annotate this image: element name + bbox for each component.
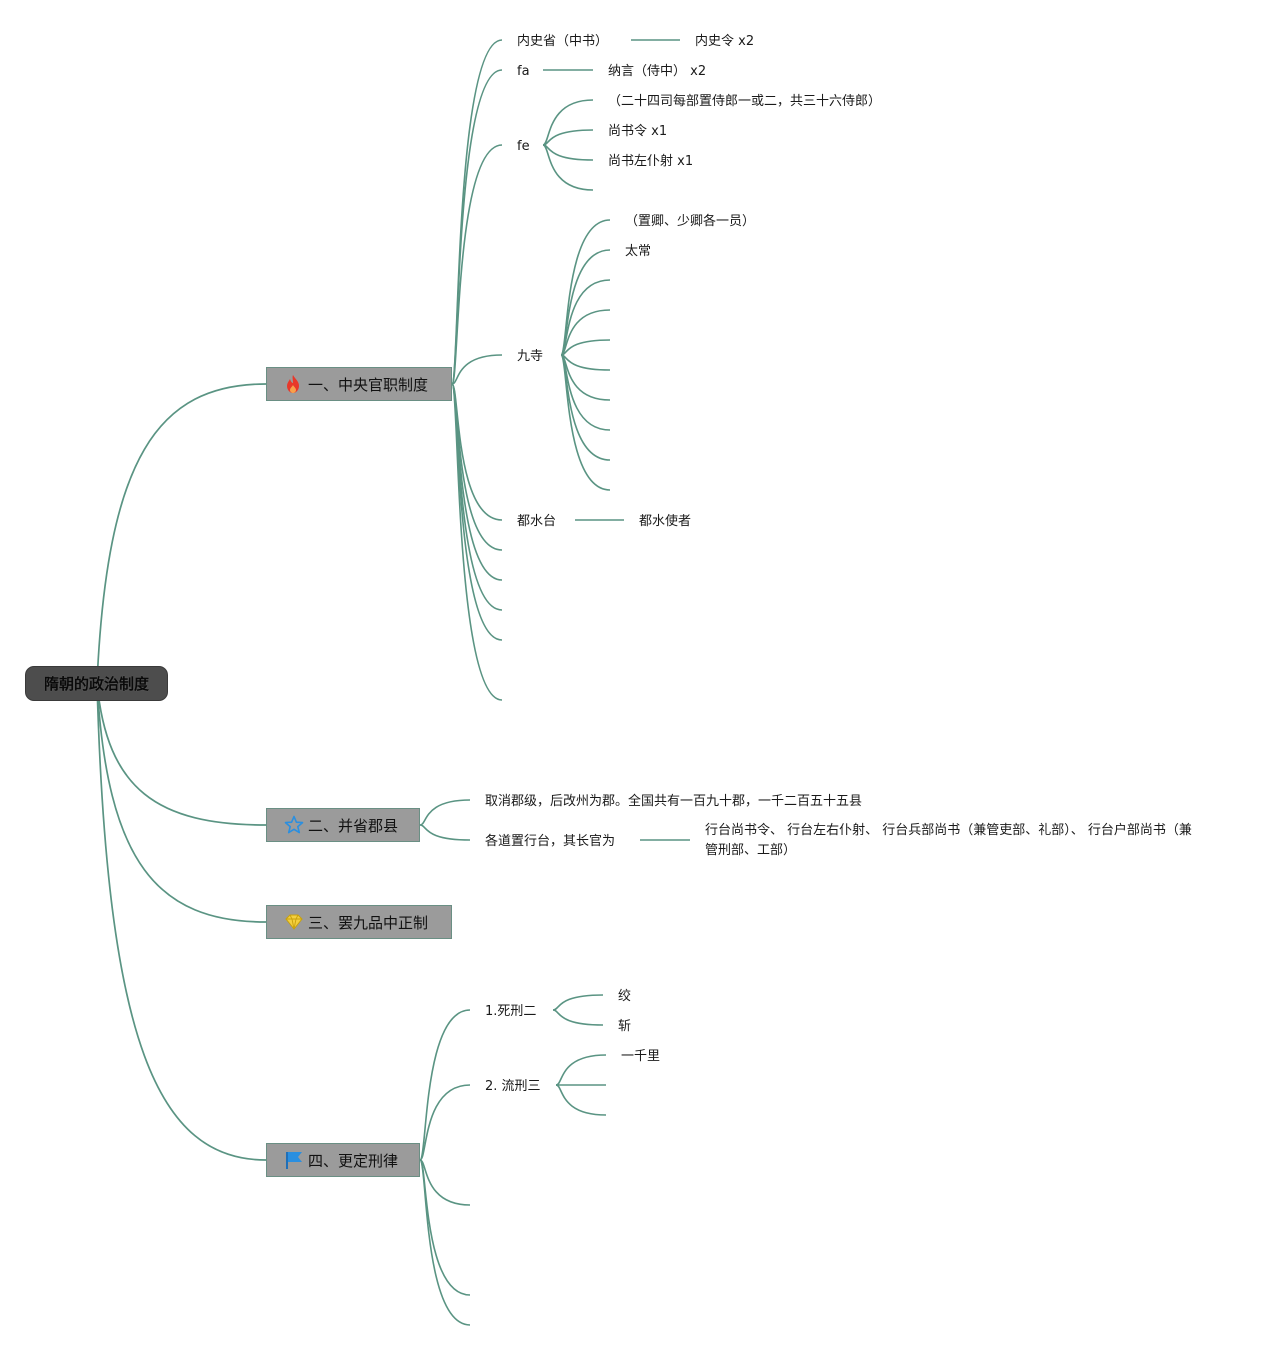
topic-abolish-nine-rank[interactable]: 三、罢九品中正制 [266, 905, 452, 939]
connector-10 [542, 99, 594, 146]
connector-13 [542, 144, 594, 191]
node-dushui-shizhe[interactable]: 都水使者 [639, 514, 692, 529]
connector-1 [451, 69, 503, 385]
connector-11 [542, 129, 594, 146]
connector-32 [552, 1009, 604, 1026]
node-taichang[interactable]: 太常 [625, 244, 652, 259]
root-label: 隋朝的政治制度 [43, 675, 149, 693]
connector-28 [419, 1159, 471, 1206]
connector-18 [560, 339, 611, 356]
node-xingtai-officials[interactable]: 行台尚书令、 行台左右仆射、 行台兵部尚书（兼管吏部、礼部）、 行台户部尚书（兼… [705, 823, 1192, 858]
topic-revise-penal-code[interactable]: 四、更定刑律 [266, 1143, 420, 1177]
connector-35 [555, 1084, 607, 1116]
topic-merge-prefectures[interactable]: 二、并省郡县 [266, 808, 420, 842]
connector-24 [419, 799, 471, 826]
connector-33 [555, 1054, 607, 1086]
connector-19 [560, 354, 611, 371]
node-nayan[interactable]: 纳言（侍中） x2 [608, 64, 707, 79]
node-neishi-ling[interactable]: 内史令 x2 [695, 34, 755, 49]
node-shangshu-ling[interactable]: 尚书令 x1 [608, 124, 668, 139]
connector-12 [542, 144, 594, 161]
connector-30 [419, 1159, 471, 1326]
node-shangshu-puye[interactable]: 尚书左仆射 x1 [608, 154, 694, 169]
node-beheading[interactable]: 斩 [618, 1019, 632, 1034]
node-jiusi-note[interactable]: （置卿、少卿各一员） [625, 214, 756, 229]
node-cancel-commandery[interactable]: 取消郡级，后改州为郡。全国共有一百九十郡，一千二百五十五县 [485, 794, 863, 809]
node-fa[interactable]: fa [517, 64, 530, 79]
root-to-topic4 [96, 682, 267, 1161]
connector-25 [419, 824, 471, 841]
connector-0 [451, 39, 503, 385]
connector-26 [419, 1009, 471, 1161]
node-strangulation[interactable]: 绞 [618, 989, 632, 1004]
node-fe[interactable]: fe [517, 139, 530, 154]
root-to-topic2 [96, 682, 267, 826]
node-fe-note[interactable]: （二十四司每部置侍郎一或二，共三十六侍郎） [608, 94, 882, 109]
node-dushuitai[interactable]: 都水台 [517, 514, 557, 529]
node-exile[interactable]: 2. 流刑三 [485, 1079, 541, 1094]
topic-label: 一、中央官职制度 [308, 375, 429, 394]
connector-3 [451, 354, 503, 385]
root-to-topic3 [96, 682, 267, 923]
topic-central-offices[interactable]: 一、中央官职制度 [266, 367, 452, 401]
topic-label: 二、并省郡县 [308, 816, 399, 835]
topic-label: 四、更定刑律 [308, 1151, 399, 1170]
star-icon [284, 815, 304, 835]
node-neishi-sheng[interactable]: 内史省（中书） [517, 34, 609, 49]
node-one-thousand-li[interactable]: 一千里 [621, 1049, 661, 1064]
root-to-topic1 [96, 383, 267, 684]
flag-icon [284, 1150, 302, 1170]
connector-23 [560, 354, 611, 491]
root-node[interactable]: 隋朝的政治制度 [25, 666, 168, 701]
diamond-icon [284, 912, 303, 932]
node-jiusi[interactable]: 九寺 [517, 349, 544, 364]
topic-label: 三、罢九品中正制 [308, 913, 429, 932]
connector-14 [560, 219, 611, 356]
connector-9 [451, 383, 503, 701]
fire-icon [284, 374, 302, 394]
connector-27 [419, 1084, 471, 1161]
connector-31 [552, 994, 604, 1011]
connector-2 [451, 144, 503, 385]
node-circuit-xingtai[interactable]: 各道置行台，其长官为 [485, 834, 616, 849]
node-death-penalty[interactable]: 1.死刑二 [485, 1004, 537, 1019]
